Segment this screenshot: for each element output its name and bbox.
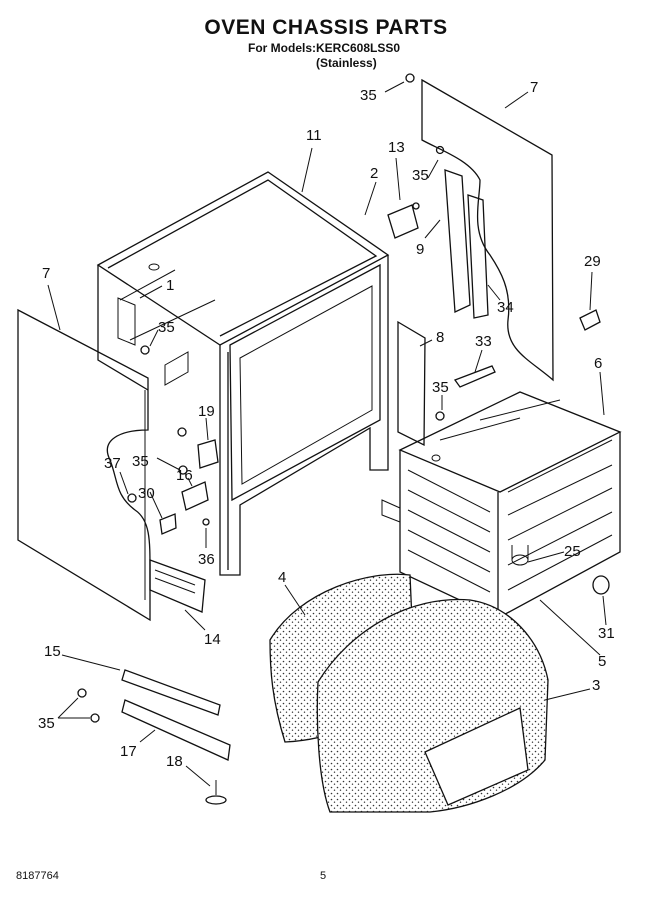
part-29 <box>579 309 601 331</box>
callout-label: 29 <box>584 253 601 270</box>
callout-label: 7 <box>42 265 50 282</box>
insulation-blankets <box>269 573 549 813</box>
chassis-frame <box>96 171 390 600</box>
left-components <box>149 439 219 613</box>
callout-label: 30 <box>138 485 155 502</box>
left-side-panel <box>17 308 151 622</box>
part-33 <box>453 365 496 388</box>
callout-label: 19 <box>198 403 215 420</box>
callout-label: 37 <box>104 455 121 472</box>
right-side-panel <box>421 78 554 382</box>
callout-label: 35 <box>132 453 149 470</box>
document-number: 8187764 <box>16 870 59 882</box>
callout-label: 9 <box>416 241 424 258</box>
callout-label: 1 <box>166 277 174 294</box>
callout-label: 17 <box>120 743 137 760</box>
callout-label: 2 <box>370 165 378 182</box>
callout-label: 3 <box>592 677 600 694</box>
callout-label: 35 <box>38 715 55 732</box>
callout-label: 35 <box>412 167 429 184</box>
screw-icons <box>77 73 445 723</box>
page-title: OVEN CHASSIS PARTS <box>204 16 448 39</box>
callout-label: 36 <box>198 551 215 568</box>
callout-label: 11 <box>306 127 322 144</box>
leader-lines <box>47 81 607 787</box>
bracket-8 <box>397 320 426 447</box>
page-number: 5 <box>320 870 327 882</box>
finish-line: (Stainless) <box>316 56 377 70</box>
callout-label: 4 <box>278 569 286 586</box>
callout-label: 5 <box>598 653 606 670</box>
callout-label: 16 <box>176 467 193 484</box>
callout-label: 14 <box>204 631 221 648</box>
callout-label: 35 <box>432 379 449 396</box>
callout-label: 13 <box>388 139 405 156</box>
callout-label: 34 <box>497 299 514 316</box>
callout-label: 18 <box>166 753 183 770</box>
callout-labels: 35 7 11 13 2 35 9 29 7 1 35 34 8 33 35 6… <box>38 79 615 770</box>
oven-cavity <box>381 391 622 620</box>
callout-label: 33 <box>475 333 492 350</box>
callout-label: 6 <box>594 355 602 372</box>
callout-label: 35 <box>360 87 377 104</box>
callout-label: 7 <box>530 79 538 96</box>
leveling-leg <box>205 780 227 805</box>
bracket-13 <box>387 204 419 239</box>
models-line: For Models:KERC608LSS0 <box>248 41 401 55</box>
callout-label: 15 <box>44 643 61 660</box>
part-31 <box>592 575 610 595</box>
rear-channels <box>444 169 489 319</box>
callout-label: 35 <box>158 319 175 336</box>
callout-label: 25 <box>564 543 581 560</box>
callout-label: 31 <box>598 625 615 642</box>
callout-label: 8 <box>436 329 444 346</box>
front-rails <box>121 669 231 761</box>
